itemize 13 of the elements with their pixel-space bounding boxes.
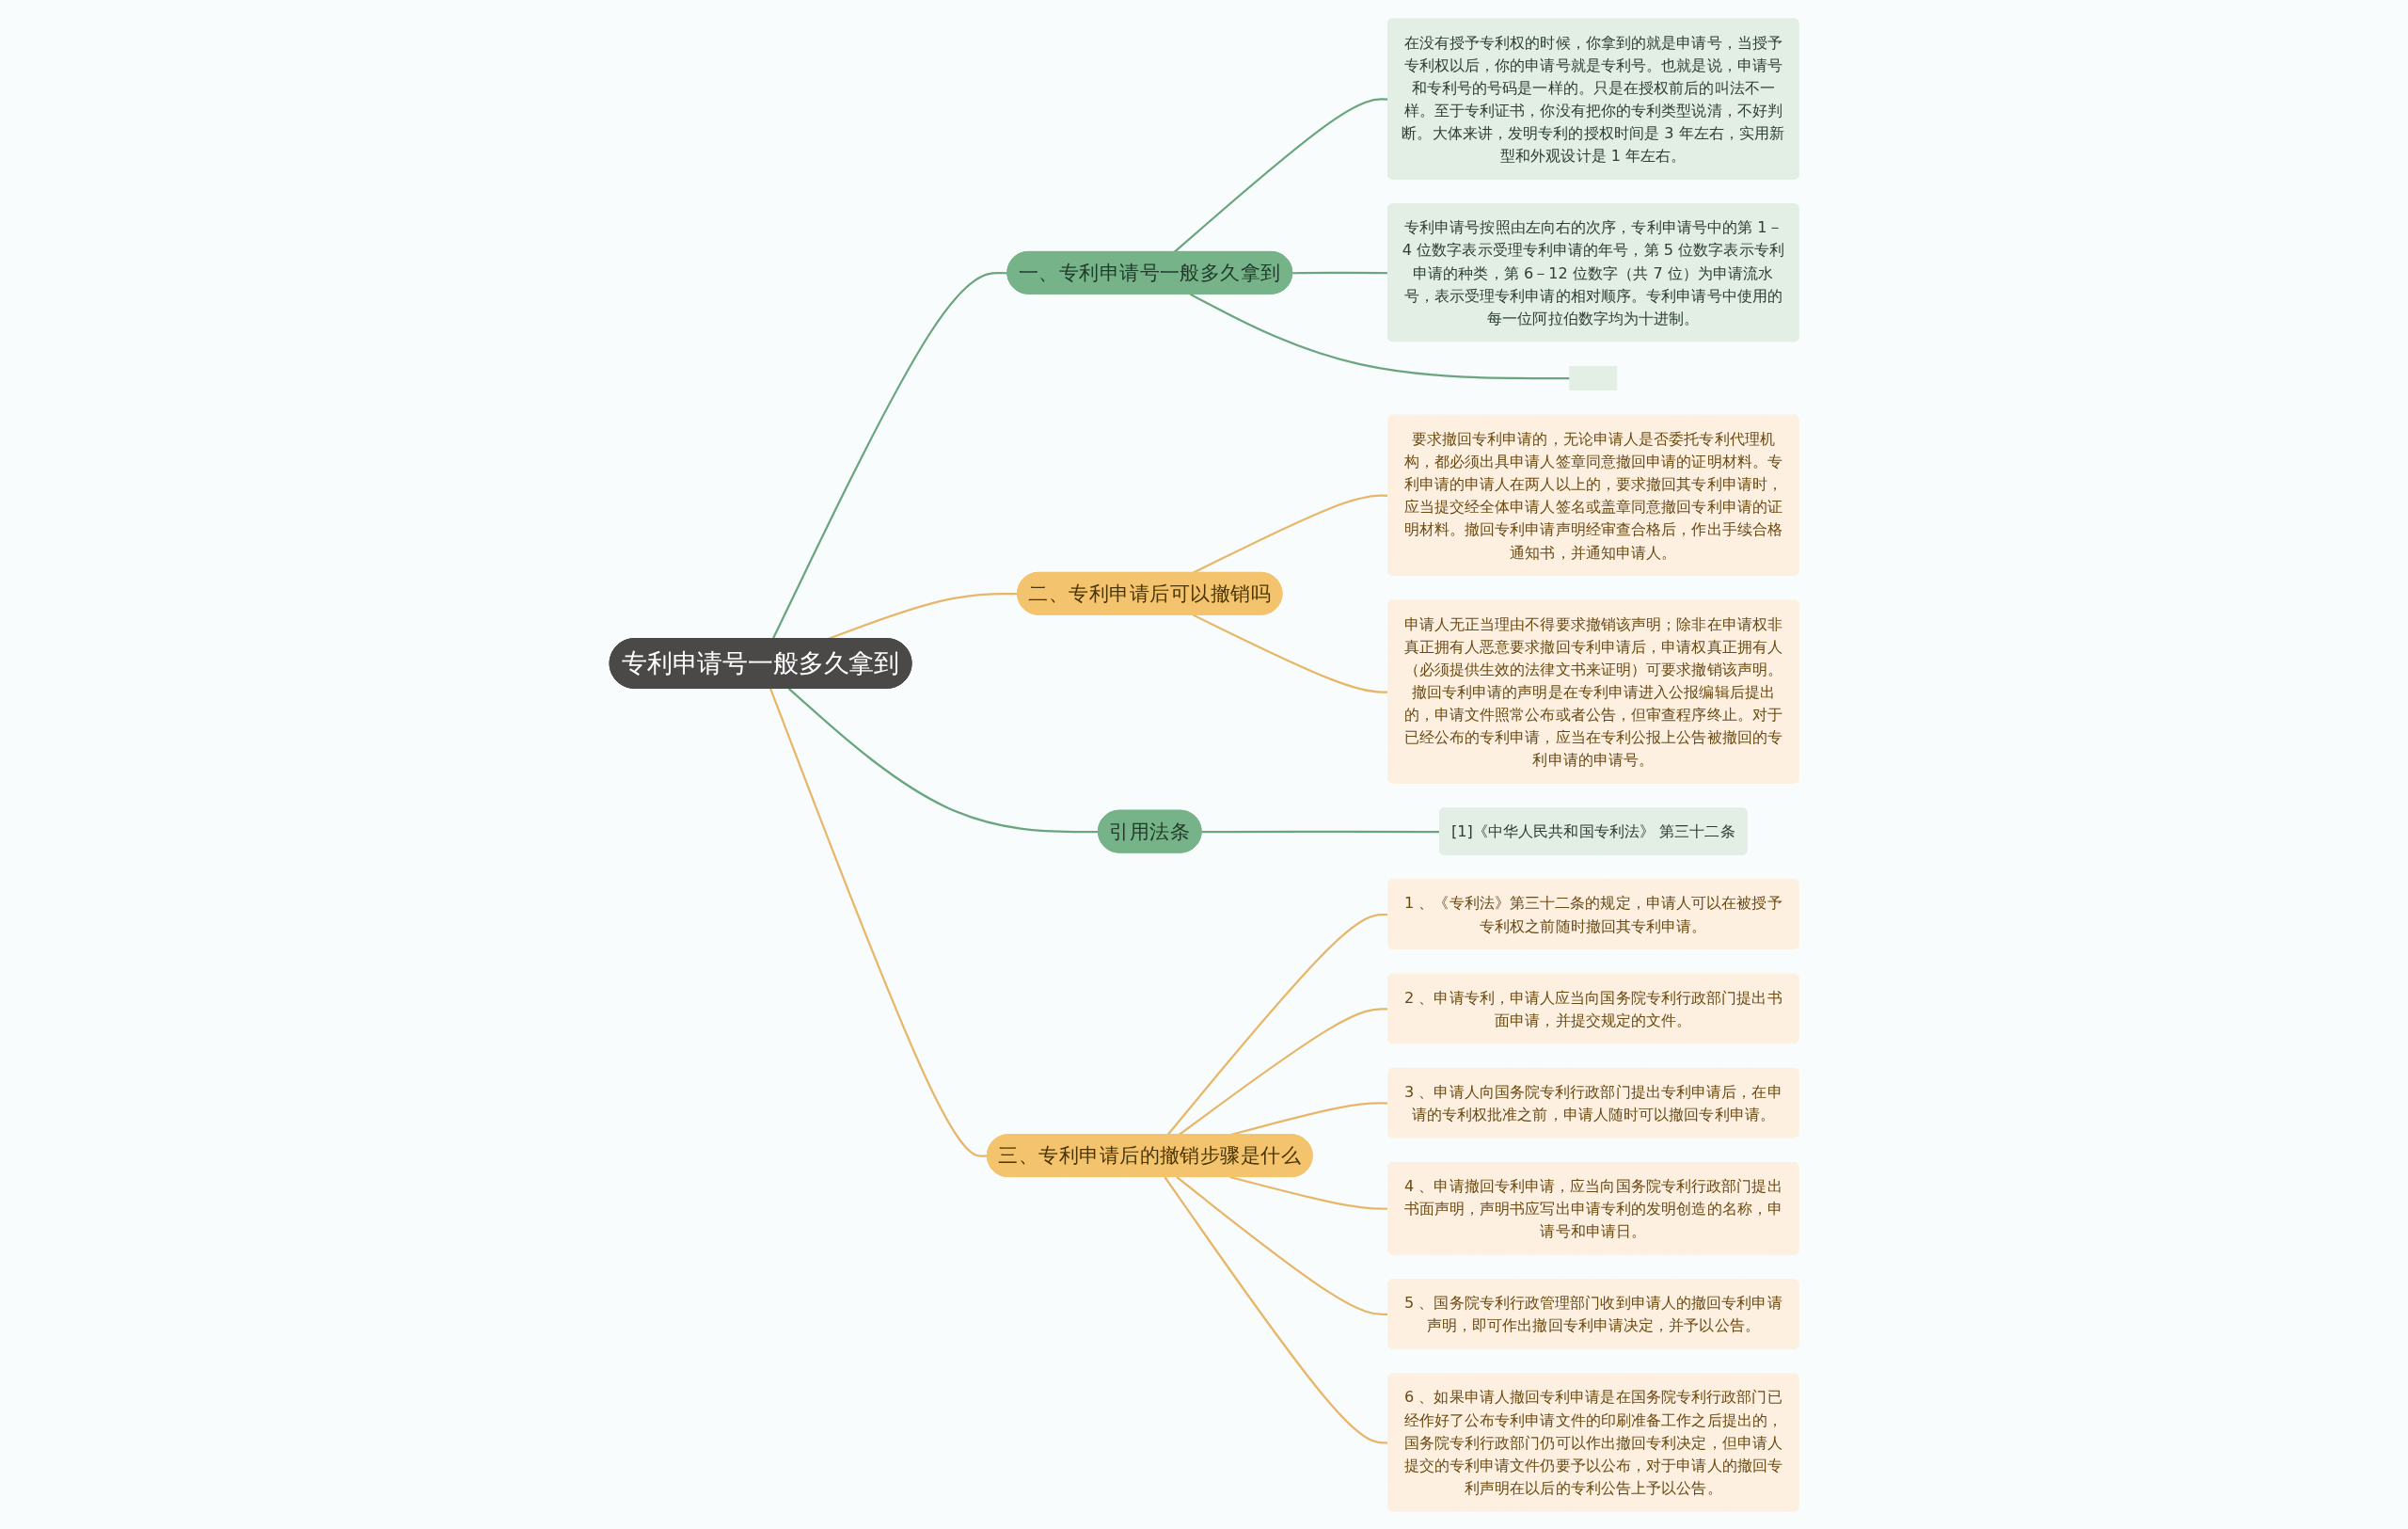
connector xyxy=(1166,913,1388,1136)
connector xyxy=(769,687,988,1157)
connector xyxy=(787,687,1099,833)
node-box xyxy=(1569,365,1618,390)
connector xyxy=(1176,1175,1388,1315)
connector xyxy=(1178,1007,1388,1136)
connector xyxy=(1201,830,1440,833)
connector xyxy=(771,271,1008,640)
connector xyxy=(1229,1175,1388,1210)
connector xyxy=(1164,1175,1388,1443)
connector xyxy=(1192,613,1388,693)
connector xyxy=(1292,271,1388,274)
connector xyxy=(1189,293,1570,379)
